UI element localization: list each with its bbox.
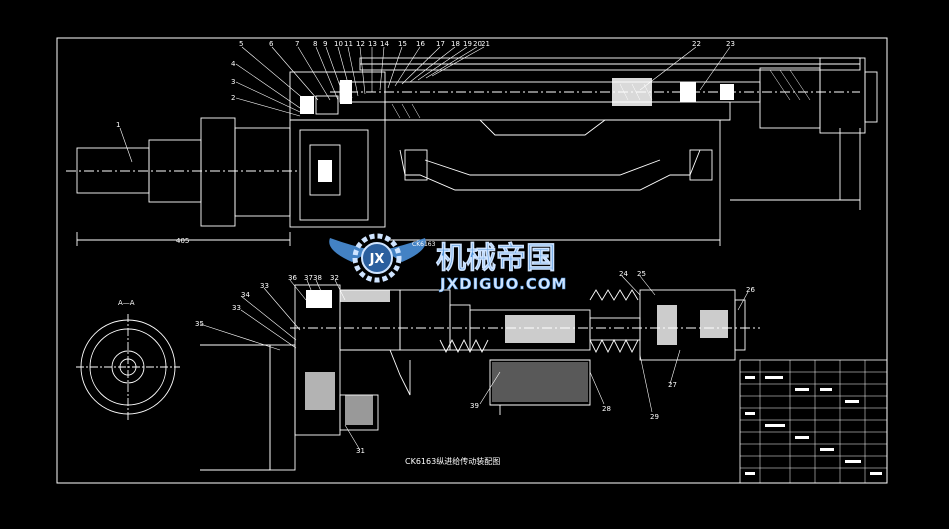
- title-block: [739, 359, 888, 484]
- svg-text:37: 37: [304, 274, 313, 282]
- title-block-text-marks: [745, 376, 882, 475]
- svg-text:23: 23: [726, 40, 735, 48]
- svg-text:4: 4: [231, 60, 236, 68]
- svg-text:29: 29: [650, 413, 659, 421]
- outer-frame: [56, 37, 888, 484]
- bottom-section-view: [76, 284, 760, 471]
- svg-text:CK6163纵进给传动装配图: CK6163纵进给传动装配图: [405, 456, 500, 466]
- svg-text:8: 8: [313, 40, 317, 48]
- svg-text:26: 26: [746, 286, 755, 294]
- svg-text:2: 2: [231, 94, 235, 102]
- svg-text:14: 14: [380, 40, 389, 48]
- svg-text:1: 1: [116, 121, 120, 129]
- svg-text:35: 35: [195, 320, 204, 328]
- svg-text:5: 5: [239, 40, 243, 48]
- top-hatching: [391, 69, 811, 119]
- svg-text:17: 17: [436, 40, 445, 48]
- svg-text:31: 31: [356, 447, 365, 455]
- svg-text:28: 28: [602, 405, 611, 413]
- title-block-grid: [740, 360, 887, 483]
- bottom-leaders: [199, 275, 749, 451]
- svg-text:33: 33: [232, 304, 241, 312]
- top-leaders: [119, 46, 731, 163]
- watermark-title: 机械帝国: [436, 241, 556, 276]
- bellows-springs: [439, 289, 639, 354]
- small-model-label: CK6163: [412, 241, 436, 248]
- svg-text:16: 16: [416, 40, 425, 48]
- svg-text:22: 22: [692, 40, 701, 48]
- svg-text:11: 11: [344, 40, 353, 48]
- gear-icon: [352, 233, 402, 283]
- svg-text:12: 12: [356, 40, 365, 48]
- bottom-hatched-parts: [305, 290, 728, 425]
- svg-text:3: 3: [231, 78, 235, 86]
- svg-text:34: 34: [241, 291, 250, 299]
- svg-text:15: 15: [398, 40, 407, 48]
- svg-text:21: 21: [481, 40, 490, 48]
- right-wing-icon: [383, 238, 426, 262]
- top-section-view: [66, 57, 878, 246]
- bottom-part-labels: 24 25 26 27 28 29 39 31 33 34 35 33 36 3…: [118, 270, 755, 466]
- svg-text:6: 6: [269, 40, 274, 48]
- top-part-labels: 5 6 7 8 9 10 11 12 13 14 15 16 17 18 19 …: [116, 40, 735, 245]
- svg-text:38: 38: [313, 274, 322, 282]
- svg-text:10: 10: [334, 40, 343, 48]
- svg-text:18: 18: [451, 40, 460, 48]
- watermark-logo: JX: [329, 233, 426, 283]
- motor-body: [76, 147, 150, 194]
- watermark-url: JXDIGUO.COM: [439, 275, 567, 293]
- svg-text:32: 32: [330, 274, 339, 282]
- svg-text:9: 9: [323, 40, 327, 48]
- svg-text:25: 25: [637, 270, 646, 278]
- logo-letters: JX: [369, 252, 385, 267]
- top-hatched-parts: [300, 78, 734, 182]
- svg-text:A—A: A—A: [118, 299, 135, 307]
- svg-text:36: 36: [288, 274, 297, 282]
- svg-text:13: 13: [368, 40, 377, 48]
- svg-text:19: 19: [463, 40, 472, 48]
- svg-text:24: 24: [619, 270, 628, 278]
- svg-text:20: 20: [473, 40, 482, 48]
- svg-text:33: 33: [260, 282, 269, 290]
- svg-text:7: 7: [295, 40, 299, 48]
- svg-text:39: 39: [470, 402, 479, 410]
- svg-text:405: 405: [176, 237, 189, 245]
- svg-text:27: 27: [668, 381, 677, 389]
